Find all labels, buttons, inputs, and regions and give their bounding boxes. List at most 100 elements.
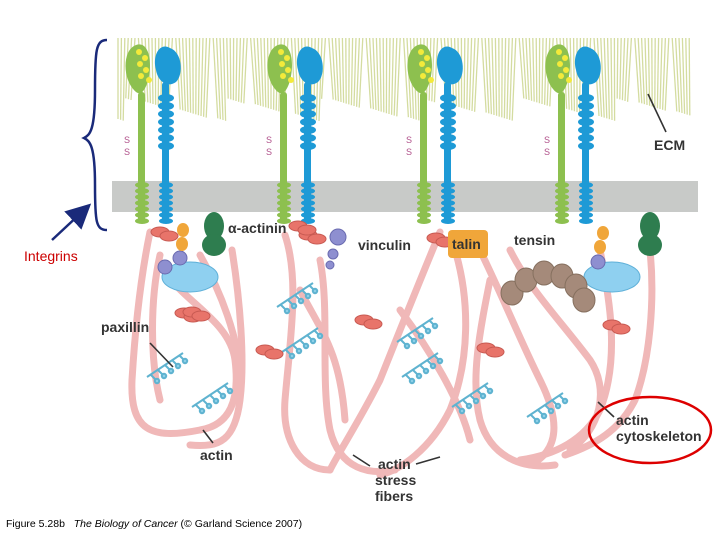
beta-transmembrane — [579, 194, 593, 200]
ecm-fiber — [603, 37, 608, 119]
actin-label: actin — [200, 447, 233, 463]
plasma-membrane — [112, 181, 698, 212]
integrin-heterodimer: SS — [124, 44, 181, 224]
paxillin-branch — [281, 327, 324, 360]
branch-node — [167, 367, 175, 375]
ecm-fiber — [511, 37, 517, 121]
ecm-fiber — [226, 37, 229, 99]
calcium-ion — [279, 61, 285, 67]
branch-node — [458, 407, 466, 415]
calcium-ion — [285, 67, 291, 73]
integrin-heterodimer: SS — [544, 44, 601, 224]
ecm-fiber — [222, 37, 227, 121]
stress-fibers-label-2: stress — [375, 472, 416, 488]
ecm-fiber — [647, 37, 651, 106]
ecm-fiber — [237, 37, 242, 102]
calcium-ion — [284, 55, 290, 61]
branch-node — [429, 362, 437, 370]
ecm-fiber — [240, 37, 245, 103]
ecm-fiber — [396, 37, 401, 117]
ecm-fiber — [535, 37, 538, 103]
branch-node — [417, 332, 425, 340]
paxillin-label: paxillin — [101, 319, 149, 335]
alpha-actinin-unit — [307, 233, 327, 245]
beta-subunit-head — [154, 46, 181, 85]
ecm-fiber — [656, 37, 660, 109]
disulfide-label: S — [406, 147, 412, 157]
disulfide-label: S — [266, 135, 272, 145]
alpha-actinin-unit — [264, 348, 284, 360]
ecm-fiber — [541, 37, 544, 105]
branch-node — [533, 417, 541, 425]
ecm-fiber — [382, 37, 385, 113]
disulfide-label: S — [266, 147, 272, 157]
beta-transmembrane — [579, 212, 593, 218]
ecm-fiber — [621, 37, 626, 101]
ecm-fiber — [494, 37, 498, 116]
ecm-fiber — [661, 37, 667, 110]
ecm-fiber — [219, 37, 224, 121]
ecm-fiber — [525, 37, 530, 101]
calcium-ion — [288, 77, 294, 83]
branch-node — [309, 337, 317, 345]
alpha-transmembrane — [417, 218, 431, 224]
label-pointers — [149, 93, 667, 467]
beta-transmembrane — [441, 182, 455, 188]
ecm-fiber — [355, 37, 361, 107]
branch-node — [465, 402, 473, 410]
calcium-ion — [557, 61, 563, 67]
branch-node — [297, 297, 305, 305]
alpha-transmembrane — [135, 218, 149, 224]
ecm-fiber — [506, 37, 510, 120]
paxillin-branch — [191, 382, 234, 415]
branch-node — [153, 377, 161, 385]
ecm-fiber — [543, 37, 548, 105]
ecm-fiber — [619, 37, 622, 100]
branch-node — [403, 342, 411, 350]
beta-transmembrane — [579, 188, 593, 194]
alpha-transmembrane — [417, 182, 431, 188]
beta-transmembrane — [159, 200, 173, 206]
beta-transmembrane — [441, 206, 455, 212]
ecm-fiber — [200, 37, 204, 117]
calcium-ion — [425, 67, 431, 73]
ecm-fiber — [473, 37, 480, 112]
ecm-fiber — [624, 37, 629, 102]
ecm-fiber — [681, 37, 686, 114]
alpha-transmembrane — [555, 200, 569, 206]
ecm-fiber — [294, 37, 299, 115]
branch-node — [561, 397, 569, 405]
ecm-fiber — [263, 37, 267, 108]
actin-filaments — [128, 228, 656, 479]
calcium-ion — [424, 55, 430, 61]
vinculin-protein — [157, 228, 606, 275]
beta-transmembrane — [159, 206, 173, 212]
integrin-heterodimer: SS — [266, 44, 323, 224]
ecm-fiber — [328, 37, 334, 100]
beta-transmembrane — [159, 182, 173, 188]
alpha-actinin-unit — [485, 346, 505, 358]
branch-node — [302, 342, 310, 350]
ecm-fiber — [569, 37, 573, 111]
ecm-label: ECM — [654, 137, 685, 153]
ecm-fiber — [249, 37, 257, 105]
branch-node — [205, 402, 213, 410]
ecm-fiber — [256, 37, 262, 106]
tensin-label: tensin — [514, 232, 555, 248]
ecm-fiber — [664, 37, 670, 111]
alpha-transmembrane — [555, 218, 569, 224]
ecm-fiber — [253, 37, 259, 106]
alpha-actinin-unit — [159, 230, 179, 242]
integrins-label: Integrins — [24, 248, 78, 264]
disulfide-label: S — [124, 147, 130, 157]
cytoskeleton-label-1: actin — [616, 412, 649, 428]
alpha-transmembrane — [555, 212, 569, 218]
ecm-fiber — [320, 37, 327, 99]
ecm-fiber — [331, 37, 337, 101]
alpha-transmembrane — [555, 182, 569, 188]
ecm-fiber — [491, 37, 495, 116]
beta-transmembrane — [301, 188, 315, 194]
ecm-fiber — [119, 37, 123, 120]
ecm-fiber — [185, 37, 189, 113]
